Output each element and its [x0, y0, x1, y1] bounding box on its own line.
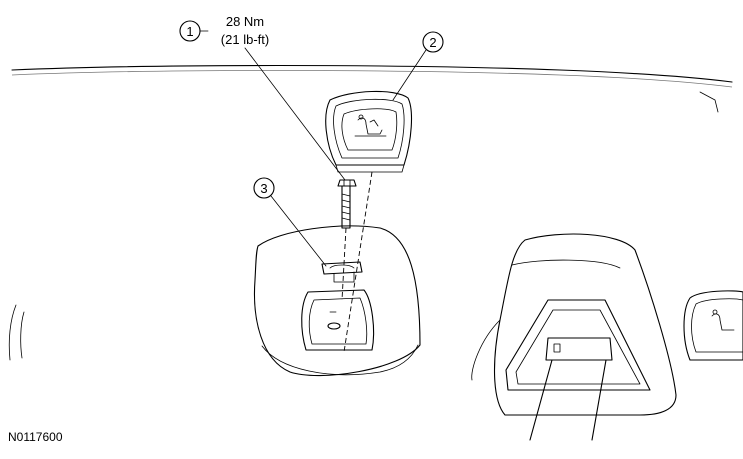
guide-trim-bezel-installed	[683, 290, 743, 361]
callout-1-number: 1	[186, 24, 193, 39]
headrest-post	[529, 337, 613, 441]
callout-1: 1	[179, 20, 346, 181]
torque-spec: 28 Nm (21 lb-ft)	[221, 14, 269, 47]
figure-reference-code: N0117600	[8, 430, 63, 444]
guide-tube-housing	[301, 289, 375, 351]
seat-side-contour	[8, 304, 25, 361]
seat-back-opening	[253, 225, 421, 377]
callout-2: 2	[392, 31, 444, 101]
callout-2-number: 2	[429, 35, 436, 50]
headrest	[471, 233, 677, 416]
callout-3-number: 3	[260, 181, 267, 196]
callout-3: 3	[253, 177, 327, 267]
guide-sleeve	[321, 261, 363, 283]
bolt	[337, 179, 357, 229]
seat-back-top-edge	[11, 64, 733, 113]
seat-symbol-icon	[354, 114, 387, 137]
torque-metric: 28 Nm	[226, 14, 264, 29]
guide-trim-bezel-exploded	[325, 90, 412, 173]
torque-imperial: (21 lb-ft)	[221, 32, 269, 47]
